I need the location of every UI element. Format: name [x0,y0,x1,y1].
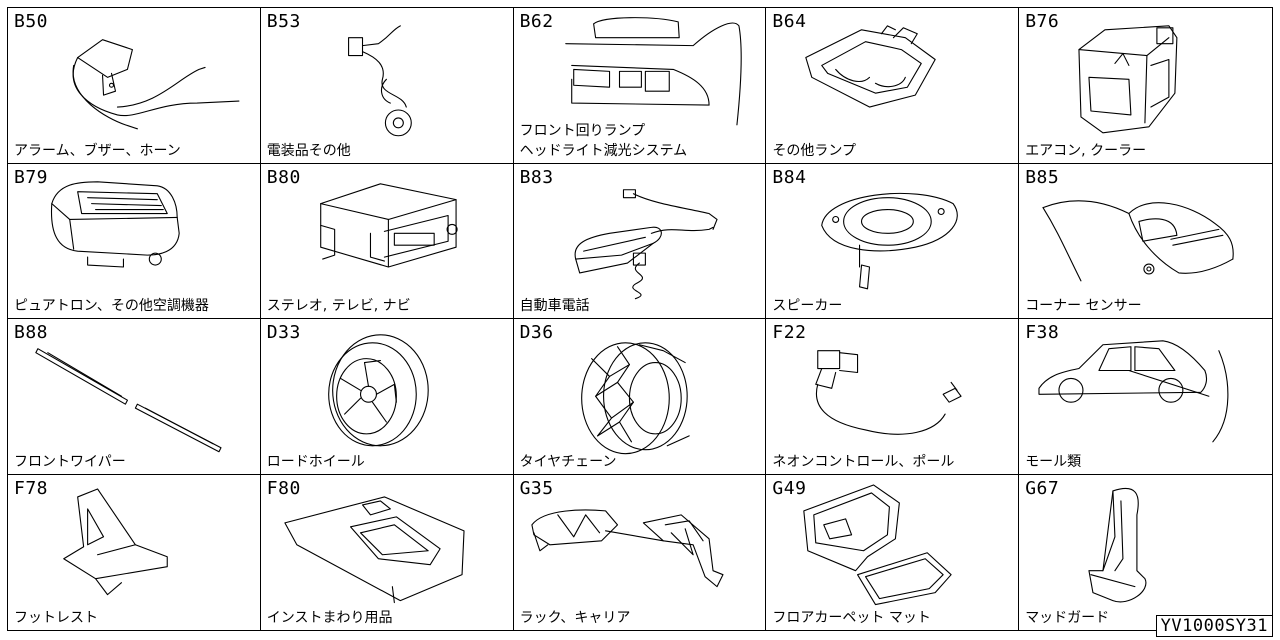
front-lamp-icon [564,17,742,126]
air-purifier-icon [50,180,180,268]
category-code: F80 [266,477,301,499]
category-label: ラック、キャリア [519,610,631,626]
category-label: コーナー センサー [1025,298,1142,314]
category-code: D33 [266,322,301,343]
category-cell-b84[interactable]: B84 スピーカー [766,163,1020,319]
category-cell-b85[interactable]: B85 コーナー センサー [1019,164,1272,319]
category-code: F78 [14,477,49,499]
category-cell-d36[interactable]: D36 タイヤチェーン [513,319,767,475]
category-cell-b79[interactable]: B79 ピュアトロン、その他空調機器 [8,163,261,319]
category-label: フロント回りランプ ヘッドライト減光システム [519,122,688,159]
category-label: ステレオ, テレビ, ナビ [266,298,411,314]
category-label: フットレスト [14,610,98,626]
air-conditioner-icon [1078,25,1178,134]
category-cell-b64[interactable]: B64 その他ランプ [766,8,1020,164]
category-code: B79 [14,166,49,188]
category-label: フロアカーペット マット [772,610,931,626]
neon-pole-icon [815,350,963,435]
footrest-icon [63,487,168,595]
speaker-icon [821,192,959,289]
category-cell-f38[interactable]: F38 モール類 [1019,319,1272,475]
category-code: F22 [772,322,807,343]
category-cell-g35[interactable]: G35 ラック、キャリア [514,474,767,630]
category-cell-b76[interactable]: B76 エアコン, クーラー [1019,8,1272,164]
category-code: B53 [266,11,301,32]
category-label: フロントワイパー [14,453,126,470]
category-cell-b62[interactable]: B62 フロント回りランプ ヘッドライト減光システム [513,8,767,164]
category-code: B62 [519,11,554,32]
category-code: D36 [519,322,554,343]
floor-mat-icon [803,483,953,605]
category-code: B83 [519,166,554,188]
category-label: タイヤチェーン [519,453,617,470]
category-label: ネオンコントロール、ポール [772,453,955,470]
category-cell-f22[interactable]: F22 ネオンコントロール、ポール [766,319,1020,475]
category-code: B85 [1025,166,1060,188]
car-phone-icon [574,188,718,299]
diagram-id: YV1000SY31 [1155,615,1273,637]
stereo-icon [319,182,458,268]
category-cell-b53[interactable]: B53 電装品その他 [260,8,514,164]
tire-chain-icon [580,342,690,455]
category-cell-f80[interactable]: F80 インストまわり用品 [261,474,514,630]
category-code: B80 [266,166,301,188]
category-cell-b88[interactable]: B88 フロントワイパー [8,319,261,475]
electrical-parts-icon [347,25,412,137]
rack-carrier-icon [530,508,724,587]
category-code: G67 [1025,477,1060,499]
category-cell-b83[interactable]: B83 自動車電話 [513,163,767,319]
wiper-icon [35,348,222,453]
category-code: G35 [519,477,554,499]
corner-sensor-icon [1042,199,1234,281]
category-label: 自動車電話 [519,298,590,314]
category-cell-f78[interactable]: F78 フットレスト [8,474,261,630]
mudguard-icon [1088,487,1147,602]
category-cell-d33[interactable]: D33 ロードホイール [260,319,514,475]
instrument-accessory-icon [284,495,465,603]
category-label: ロードホイール [266,453,365,470]
category-label: アラーム、ブザー、ホーン [14,142,181,159]
category-code: B50 [14,11,49,32]
category-code: B76 [1025,11,1060,32]
road-wheel-icon [327,334,429,447]
category-code: F38 [1025,322,1060,343]
category-cell-g67[interactable]: G67 マッドガード [1019,475,1272,631]
category-code: B64 [772,11,807,32]
category-cell-b80[interactable]: B80 ステレオ, テレビ, ナビ [260,163,514,319]
molding-icon [1038,340,1229,443]
alarm-buzzer-horn-icon [72,39,240,130]
category-cell-g49[interactable]: G49 フロアカーペット マット [766,474,1020,630]
category-label: スピーカー [772,298,843,314]
category-code: B88 [14,322,49,343]
category-label: インストまわり用品 [266,610,393,626]
interior-lamp-icon [805,25,937,108]
category-label: その他ランプ [772,142,856,159]
category-code: B84 [772,166,807,188]
category-code: G49 [772,477,807,499]
category-cell-b50[interactable]: B50 アラーム、ブザー、ホーン [8,8,261,164]
category-label: マッドガード [1025,610,1110,626]
parts-category-grid: B50 アラーム、ブザー、ホーン B53 電装品その他 B62 フロント回りランプ ヘッド… [7,7,1273,631]
category-label: 電装品その他 [266,142,351,159]
category-label: ピュアトロン、その他空調機器 [14,298,209,314]
category-label: エアコン, クーラー [1025,142,1147,159]
category-label: モール類 [1025,453,1082,470]
